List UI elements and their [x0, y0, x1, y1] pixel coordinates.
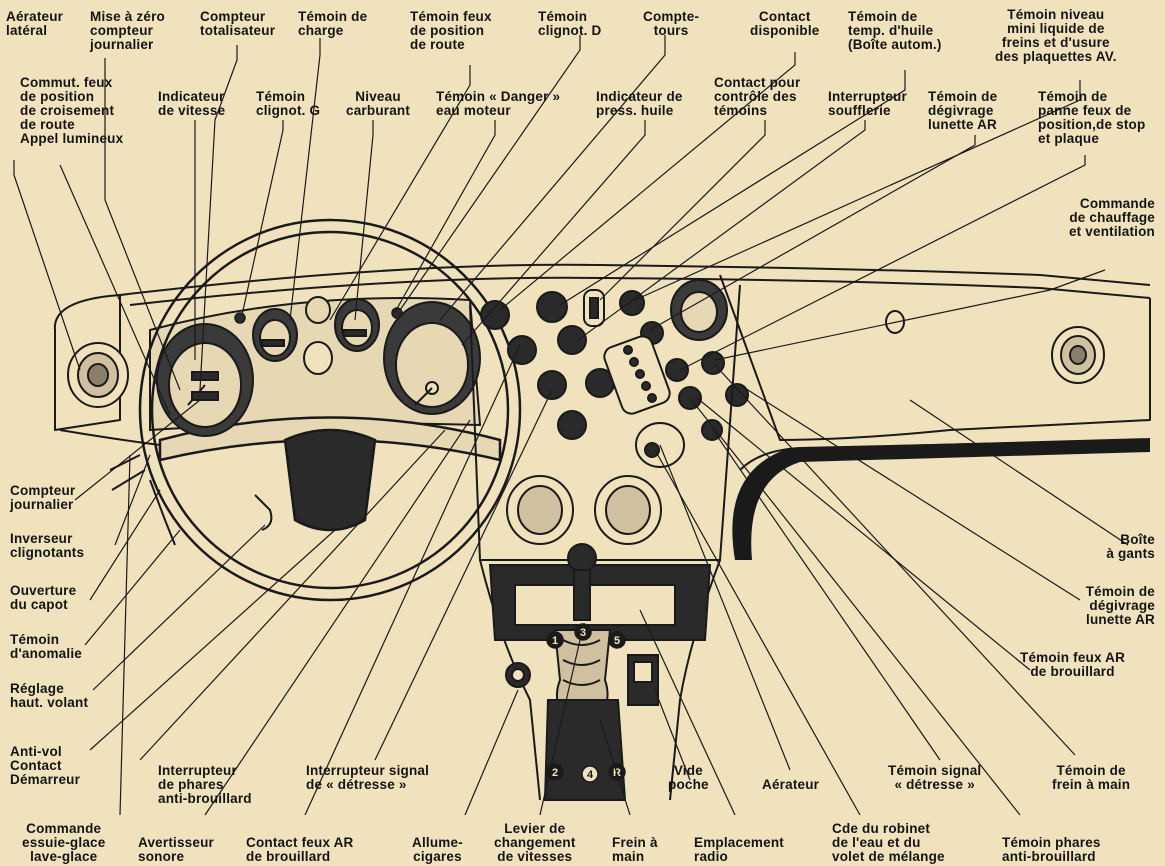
- label-contact-controle: Contact pour contrôle des témoins: [714, 76, 800, 118]
- label-temoin-signal-detresse: Témoin signal « détresse »: [888, 764, 981, 792]
- label-levier-vitesses: Levier de changement de vitesses: [494, 822, 576, 864]
- label-ouverture-capot: Ouverture du capot: [10, 584, 76, 612]
- dash-lower-edge: [60, 430, 160, 445]
- label-interrupteur-detresse: Interrupteur signal de « détresse »: [306, 764, 429, 792]
- label-aerateur-lateral: Aérateur latéral: [6, 10, 63, 38]
- fuel-gauge: [335, 299, 379, 351]
- label-temoin-clignot-g: Témoin clignot. G: [256, 90, 320, 118]
- gear-marker-label-3: 3: [580, 627, 586, 639]
- label-frein-main: Frein à main: [612, 836, 658, 864]
- label-commut-feux: Commut. feux de position de croisement d…: [20, 76, 123, 146]
- storage-tray: [628, 655, 658, 705]
- label-temoin-panne-feux: Témoin de panne feux de position,de stop…: [1038, 90, 1145, 146]
- label-avertisseur-sonore: Avertisseur sonore: [138, 836, 214, 864]
- gear-marker-label-5: 5: [614, 635, 620, 647]
- label-allume-cigares: Allume- cigares: [412, 836, 463, 864]
- label-temoin-frein-main: Témoin de frein à main: [1052, 764, 1130, 792]
- label-inverseur-clignotants: Inverseur clignotants: [10, 532, 84, 560]
- label-antivol: Anti-vol Contact Démarreur: [10, 745, 80, 787]
- gear-marker-label-2: 2: [552, 767, 558, 779]
- label-temoin-temp-huile: Témoin de temp. d'huile (Boîte autom.): [848, 10, 942, 52]
- label-cde-robinet: Cde du robinet de l'eau et du volet de m…: [832, 822, 945, 864]
- label-boite-gants: Boîte à gants: [1106, 533, 1155, 561]
- side-vent-left: [68, 343, 128, 407]
- label-temoin-phares-antibrouillard: Témoin phares anti-brouillard: [1002, 836, 1101, 864]
- label-niveau-carburant: Niveau carburant: [346, 90, 410, 118]
- label-commande-essuie-glace: Commande essuie-glace lave-glace: [22, 822, 105, 864]
- label-vide-poche: Vide poche: [668, 764, 709, 792]
- label-mise-a-zero: Mise à zéro compteur journalier: [90, 10, 165, 52]
- label-interrupteur-soufflerie: Interrupteur soufflerie: [828, 90, 907, 118]
- label-compteur-totalisateur: Compteur totalisateur: [200, 10, 275, 38]
- speedometer: [157, 324, 253, 436]
- side-vent-right: [1052, 327, 1104, 383]
- label-temoin-anomalie: Témoin d'anomalie: [10, 633, 82, 661]
- label-reglage-volant: Réglage haut. volant: [10, 682, 88, 710]
- gear-marker-label-4: 4: [587, 769, 594, 781]
- label-temoin-charge: Témoin de charge: [298, 10, 367, 38]
- label-temoin-feux-ar-brouillard: Témoin feux AR de brouillard: [1020, 651, 1125, 679]
- label-aerateur: Aérateur: [762, 778, 819, 792]
- label-temoin-danger: Témoin « Danger » eau moteur: [436, 90, 560, 118]
- label-contact-disponible: Contact disponible: [750, 10, 820, 38]
- centre-vent-left: [507, 476, 573, 544]
- label-temoin-clignot-d: Témoin clignot. D: [538, 10, 602, 38]
- label-interrupteur-phares: Interrupteur de phares anti-brouillard: [158, 764, 252, 806]
- glovebox-shadow: [732, 438, 1150, 560]
- label-temoin-niveau-freins: Témoin niveau mini liquide de freins et …: [995, 8, 1117, 64]
- rev-counter: [384, 302, 480, 414]
- label-temoin-feux-position: Témoin feux de position de route: [410, 10, 492, 52]
- label-commande-chauffage: Commande de chauffage et ventilation: [1069, 197, 1155, 239]
- label-temoin-degivrage-top: Témoin de dégivrage lunette AR: [928, 90, 997, 132]
- label-indicateur-pression: Indicateur de press. huile: [596, 90, 683, 118]
- label-contact-feux-ar: Contact feux AR de brouillard: [246, 836, 354, 864]
- label-temoin-degivrage-right: Témoin de dégivrage lunette AR: [1086, 585, 1155, 627]
- label-compteur-journalier: Compteur journalier: [10, 484, 75, 512]
- label-compte-tours: Compte- tours: [643, 10, 699, 38]
- radio-slot: [490, 565, 710, 640]
- centre-vent-right: [595, 476, 661, 544]
- label-emplacement-radio: Emplacement radio: [694, 836, 784, 864]
- cigar-lighter: [506, 663, 530, 687]
- label-indicateur-vitesse: Indicateur de vitesse: [158, 90, 225, 118]
- gear-marker-label-1: 1: [552, 635, 558, 647]
